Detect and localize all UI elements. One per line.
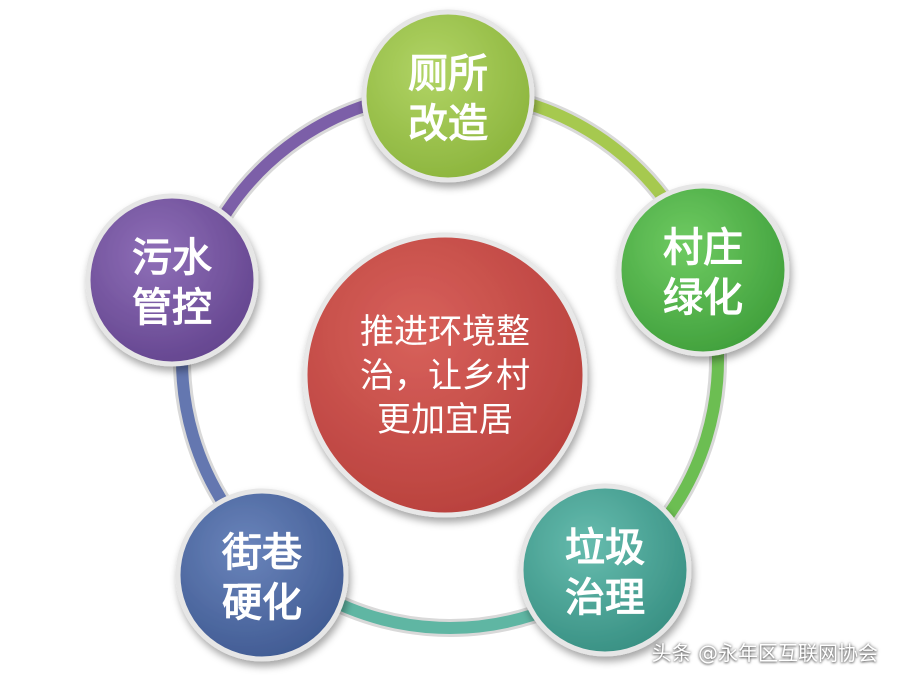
node-label-line: 村庄 [663,225,743,271]
node-circle [361,9,535,183]
node-label-line: 硬化 [222,580,302,626]
center-text-line: 治，让乡村 [360,356,530,396]
node-label-line: 管控 [132,285,212,331]
node-circle [85,193,259,367]
node-label-line: 改造 [408,101,488,147]
node-label-line: 污水 [132,235,213,281]
node-label-line: 街巷 [221,530,303,576]
center-text-line: 更加宜居 [377,400,513,440]
node-circle [518,483,692,657]
node-label-line: 绿化 [663,275,743,321]
watermark-text: 头条 @永年区互联网协会 [651,641,878,665]
node-circle [175,488,349,662]
node-label-line: 垃圾 [565,525,645,571]
center-text-line: 推进环境整 [360,312,530,352]
node-label-line: 治理 [565,575,645,621]
node-label-line: 厕所 [408,51,488,97]
center-circle-shape [302,232,588,518]
node-circle [616,183,790,357]
